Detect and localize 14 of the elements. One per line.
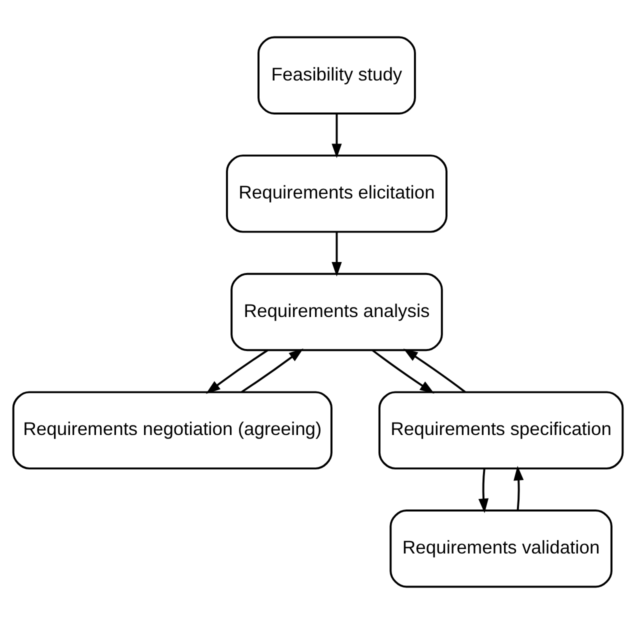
arrow xyxy=(478,468,489,513)
node-box: Requirements specification xyxy=(378,390,624,469)
arrow xyxy=(241,348,304,392)
arrow xyxy=(514,465,524,510)
node-box: Feasibility study xyxy=(258,36,416,114)
node-box: Requirements validation xyxy=(390,509,612,588)
node-box: Requirements negotiation (agreeing) xyxy=(12,390,332,469)
arrow xyxy=(403,348,466,392)
node-box: Requirements analysis xyxy=(230,272,443,351)
node-box: Requirements elicitation xyxy=(226,154,448,232)
arrow xyxy=(372,348,434,394)
arrow xyxy=(332,232,342,276)
arrow xyxy=(206,348,268,394)
arrow xyxy=(332,113,342,158)
